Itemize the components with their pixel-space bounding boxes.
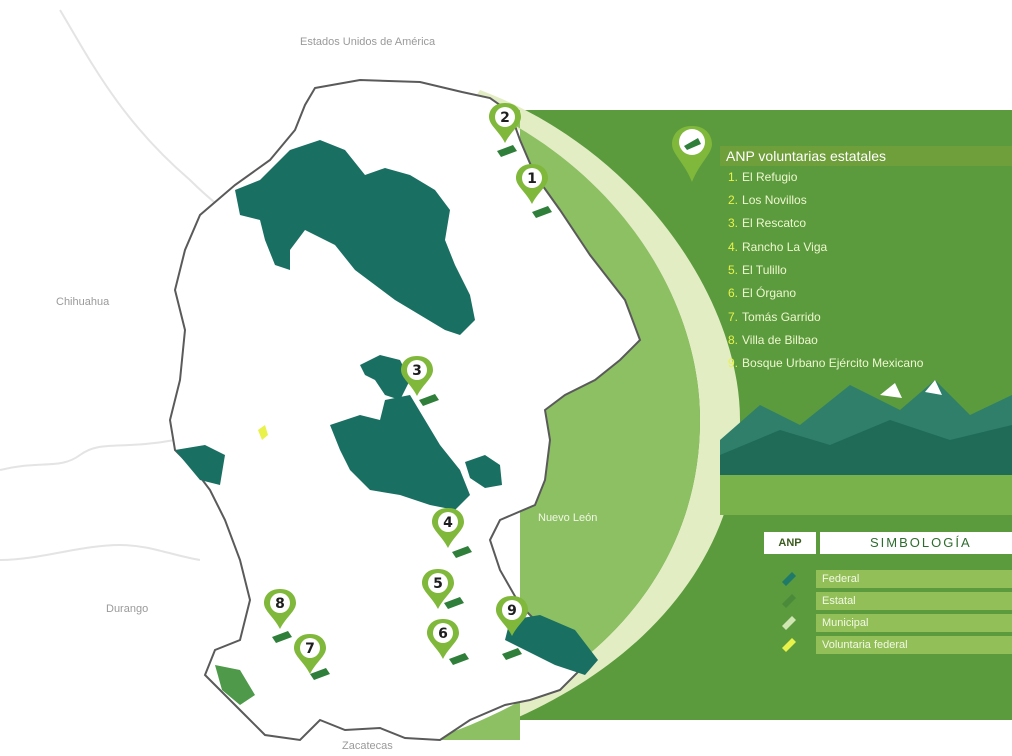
leaf-icon xyxy=(310,668,330,680)
marker-3[interactable]: 3 xyxy=(401,356,439,406)
marker-7[interactable]: 7 xyxy=(294,634,330,680)
marker-5-label: 5 xyxy=(433,576,443,592)
legend-label-federal: Federal xyxy=(816,570,1012,588)
marker-2[interactable]: 2 xyxy=(489,103,521,157)
voluntaria-federal-spot xyxy=(258,425,268,440)
legend-title: SIMBOLOGÍA xyxy=(820,532,1012,554)
anp-item-1: 1.El Refugio xyxy=(728,170,798,184)
leaf-icon xyxy=(497,145,517,157)
anp-item-3: 3.El Rescatco xyxy=(728,216,807,230)
legend-header: ANP SIMBOLOGÍA xyxy=(764,532,1012,554)
border-line-southwest xyxy=(0,543,201,561)
anp-item-9: 9.Bosque Urbano Ejército Mexicano xyxy=(728,356,924,370)
leaf-icon xyxy=(272,631,292,643)
federal-area-west xyxy=(175,445,225,485)
federal-area-center xyxy=(330,395,470,510)
label-zacatecas: Zacatecas xyxy=(342,740,393,752)
legend-label-estatal: Estatal xyxy=(816,592,1012,610)
leaf-icon-federal xyxy=(782,572,796,586)
marker-1[interactable]: 1 xyxy=(516,164,552,218)
legend-row-municipal: Municipal xyxy=(780,614,1012,632)
anp-item-8: 8.Villa de Bilbao xyxy=(728,333,818,347)
panel-inner-circle xyxy=(430,105,700,740)
leaf-icon xyxy=(444,597,464,609)
estatal-area-southwest xyxy=(215,665,255,705)
marker-6-label: 6 xyxy=(438,626,448,642)
anp-item-6: 6.El Órgano xyxy=(728,286,797,300)
mountains-illustration xyxy=(720,380,1012,515)
marker-5[interactable]: 5 xyxy=(422,569,464,609)
legend-row-voluntaria: Voluntaria federal xyxy=(780,636,1012,654)
marker-8[interactable]: 8 xyxy=(264,589,296,643)
marker-3-label: 3 xyxy=(412,363,422,379)
anp-item-2: 2.Los Novillos xyxy=(728,193,807,207)
leaf-icon xyxy=(419,394,439,406)
marker-9[interactable]: 9 xyxy=(496,596,528,660)
leaf-icon xyxy=(449,653,469,665)
marker-9-label: 9 xyxy=(507,603,517,619)
anp-item-4: 4.Rancho La Viga xyxy=(728,240,828,254)
marker-8-label: 8 xyxy=(275,596,285,612)
panel-title: ANP voluntarias estatales xyxy=(720,146,1012,166)
legend-label-voluntaria: Voluntaria federal xyxy=(816,636,1012,654)
border-line-west xyxy=(0,439,176,471)
panel-pin-icon xyxy=(672,126,712,182)
marker-4[interactable]: 4 xyxy=(432,508,472,558)
leaf-icon-municipal xyxy=(782,616,796,630)
leaf-icon-voluntaria xyxy=(782,638,796,652)
leaf-icon xyxy=(452,546,472,558)
legend-anp-label: ANP xyxy=(764,532,816,554)
leaf-icon xyxy=(502,648,522,660)
label-nuevo-leon: Nuevo León xyxy=(538,512,598,524)
marker-2-label: 2 xyxy=(500,110,510,126)
marker-7-label: 7 xyxy=(305,641,315,657)
legend-label-municipal: Municipal xyxy=(816,614,1012,632)
leaf-icon-estatal xyxy=(782,594,796,608)
marker-4-label: 4 xyxy=(443,515,453,531)
anp-item-7: 7.Tomás Garrido xyxy=(728,310,821,324)
label-durango: Durango xyxy=(106,603,149,615)
label-estados-unidos: Estados Unidos de América xyxy=(300,36,436,48)
leaf-icon xyxy=(532,206,552,218)
anp-item-5: 5.El Tulillo xyxy=(728,263,787,277)
label-chihuahua: Chihuahua xyxy=(56,296,110,308)
legend-row-federal: Federal xyxy=(780,570,1012,588)
legend-row-estatal: Estatal xyxy=(780,592,1012,610)
federal-area-north xyxy=(235,140,475,335)
marker-6[interactable]: 6 xyxy=(427,619,469,665)
federal-area-center-small xyxy=(360,355,410,400)
federal-area-small-east xyxy=(465,455,502,488)
marker-1-label: 1 xyxy=(527,171,537,187)
federal-area-southeast xyxy=(505,615,598,675)
panel-ring xyxy=(430,90,740,740)
